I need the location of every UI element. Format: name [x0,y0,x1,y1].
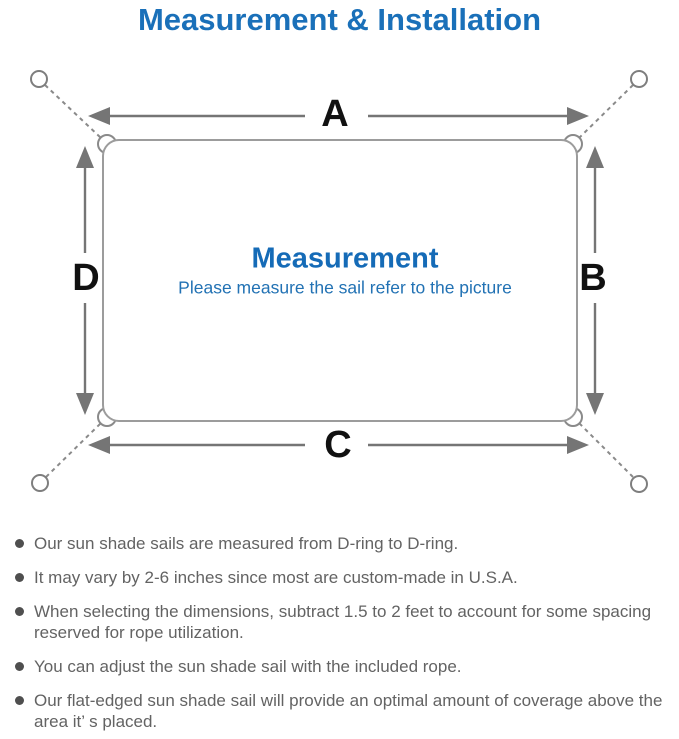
dimension-label-c: C [324,424,352,466]
dimension-label-d: D [72,257,100,299]
note-item: It may vary by 2-6 inches since most are… [13,567,669,588]
notes-list: Our sun shade sails are measured from D-… [13,533,669,739]
diagram-center-title: Measurement [251,242,439,275]
note-text: It may vary by 2-6 inches since most are… [34,568,518,587]
bullet-icon [15,573,24,582]
anchor-point-circles [30,70,648,493]
note-text: Our sun shade sails are measured from D-… [34,534,459,553]
measurement-diagram: A B C D Measurement Please measure the s… [30,70,648,493]
note-item: You can adjust the sun shade sail with t… [13,656,669,677]
corner-rope-dashed-lines [44,84,634,478]
note-item: Our sun shade sails are measured from D-… [13,533,669,554]
note-item: When selecting the dimensions, subtract … [13,601,669,643]
dimension-label-a: A [321,93,349,135]
note-text: Our flat-edged sun shade sail will provi… [34,691,663,731]
dimension-label-b: B [579,257,607,299]
sail-diagram-graphic [30,70,648,493]
bullet-icon [15,539,24,548]
bullet-icon [15,607,24,616]
note-text: You can adjust the sun shade sail with t… [34,657,462,676]
sail-rectangle [102,139,578,422]
diagram-center-subtitle: Please measure the sail refer to the pic… [178,277,512,298]
page-title: Measurement & Installation [137,2,542,37]
note-text: When selecting the dimensions, subtract … [34,602,652,642]
dimension-arrows [76,107,604,454]
note-item: Our flat-edged sun shade sail will provi… [13,690,669,732]
bullet-icon [15,662,24,671]
bullet-icon [15,696,24,705]
